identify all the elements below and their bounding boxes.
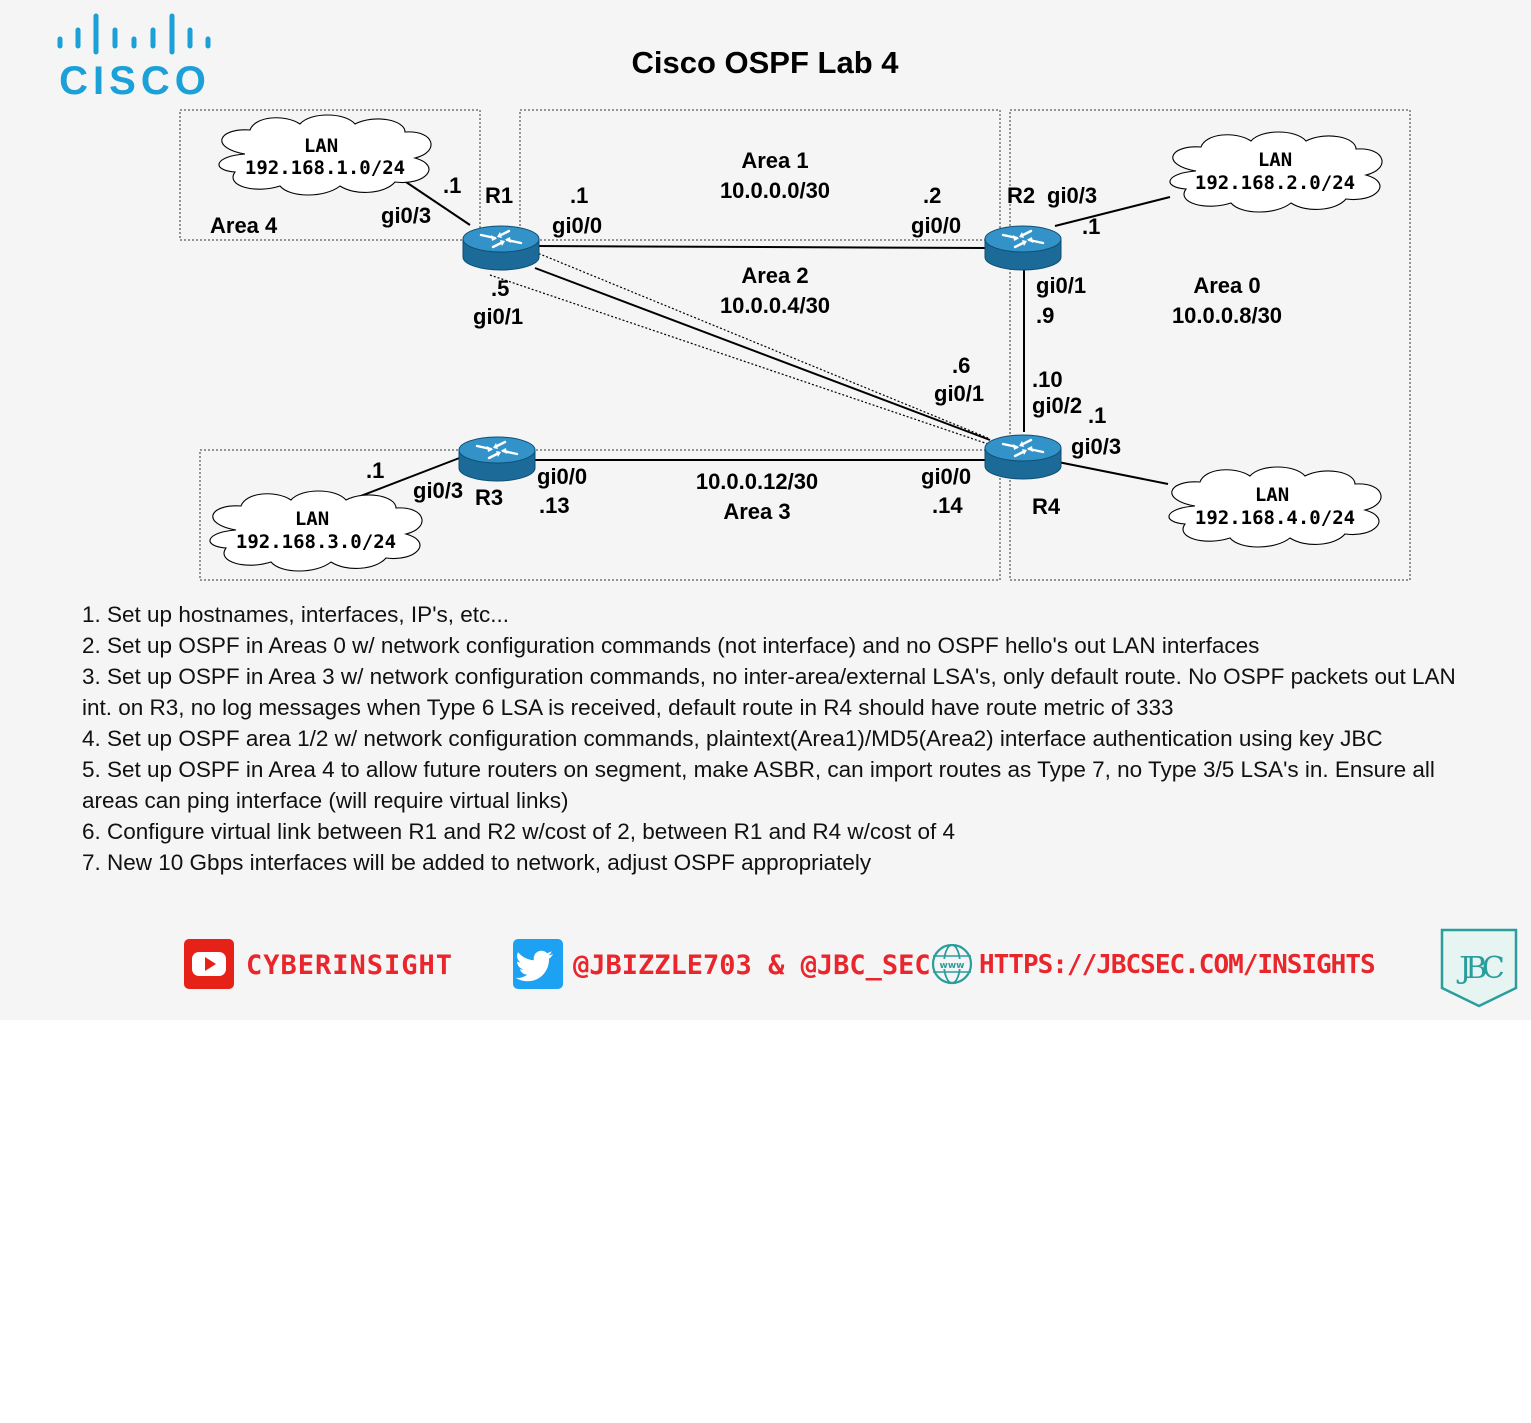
network-diagram: LAN 192.168.1.0/24 LAN 192.168.2.0/24 LA…: [57, 13, 1411, 581]
youtube-channel[interactable]: CYBERINSIGHT: [246, 950, 454, 981]
jbc-brand-text: JBC: [1456, 951, 1504, 986]
lan-3-label: LAN: [295, 508, 329, 530]
area4-label: Area 4: [210, 213, 278, 238]
r4-lan-if: gi0/3: [1071, 434, 1121, 459]
lan-1-subnet: 192.168.1.0/24: [245, 157, 405, 179]
r1-a1-ip: .1: [570, 183, 588, 208]
link-r1-r4: [534, 267, 991, 441]
link-r2-lan2: [1054, 196, 1171, 227]
r1-lan-if: gi0/3: [381, 203, 431, 228]
r3-a3-ip: .13: [539, 493, 570, 518]
r2-a1-ip: .2: [923, 183, 941, 208]
r1-a1-if: gi0/0: [552, 213, 602, 238]
area2-subnet: 10.0.0.4/30: [720, 293, 830, 318]
r3-lan-ip: .1: [366, 458, 384, 483]
www-label: www: [940, 961, 965, 971]
cisco-wordmark: CISCO: [59, 59, 211, 103]
router-r3-icon[interactable]: [457, 435, 537, 483]
r4-a3-if: gi0/0: [921, 464, 971, 489]
lan-3-subnet: 192.168.3.0/24: [236, 531, 396, 553]
lan-4-subnet: 192.168.4.0/24: [1195, 507, 1355, 529]
youtube-icon[interactable]: [183, 938, 235, 990]
lan-cloud-4: LAN 192.168.4.0/24: [1168, 466, 1382, 548]
footer: CYBERINSIGHT @JBIZZLE703 & @JBC_SEC www …: [0, 928, 1531, 1010]
area0-subnet: 10.0.0.8/30: [1172, 303, 1282, 328]
lan-cloud-1: LAN 192.168.1.0/24: [218, 114, 432, 196]
r1-lan-ip: .1: [443, 173, 461, 198]
router-r1-icon[interactable]: [461, 224, 541, 272]
r2-a1-if: gi0/0: [911, 213, 961, 238]
lan-2-label: LAN: [1258, 149, 1292, 171]
r2-a0-ip: .9: [1036, 303, 1054, 328]
r4-a0-ip: .10: [1032, 367, 1063, 392]
instruction-item: 2. Set up OSPF in Areas 0 w/ network con…: [82, 633, 1260, 658]
instructions-list: 1. Set up hostnames, interfaces, IP's, e…: [82, 599, 1462, 878]
lan-cloud-2: LAN 192.168.2.0/24: [1169, 131, 1383, 213]
r4-a2-ip: .6: [952, 353, 970, 378]
area3-label: Area 3: [723, 499, 790, 524]
r2-a0-if: gi0/1: [1036, 273, 1086, 298]
r4-lan-ip: .1: [1088, 403, 1106, 428]
area3-subnet: 10.0.0.12/30: [696, 469, 818, 494]
area0-label: Area 0: [1193, 273, 1260, 298]
instruction-item: 1. Set up hostnames, interfaces, IP's, e…: [82, 602, 510, 627]
area0-box: [1009, 109, 1411, 581]
instruction-item: 7. New 10 Gbps interfaces will be added …: [82, 850, 872, 875]
r1-a2-if: gi0/1: [473, 304, 523, 329]
router-r4-icon[interactable]: [983, 433, 1063, 481]
twitter-icon[interactable]: [512, 938, 564, 990]
page-title: Cisco OSPF Lab 4: [631, 45, 899, 80]
instruction-item: 3. Set up OSPF in Area 3 w/ network conf…: [82, 664, 1456, 720]
r4-a3-ip: .14: [932, 493, 963, 518]
instruction-item: 4. Set up OSPF area 1/2 w/ network confi…: [82, 726, 1383, 751]
area3-box: [199, 449, 1001, 581]
link-r1-r2: [534, 245, 989, 249]
lan-2-subnet: 192.168.2.0/24: [1195, 172, 1355, 194]
r2-lan-if: gi0/3: [1047, 183, 1097, 208]
lan-1-label: LAN: [304, 135, 338, 157]
link-r4-lan4: [1057, 461, 1169, 485]
lan-cloud-3: LAN 192.168.3.0/24: [209, 490, 423, 572]
link-r1-lan1: [402, 179, 471, 226]
area2-label: Area 2: [741, 263, 808, 288]
instruction-item: 5. Set up OSPF in Area 4 to allow future…: [82, 757, 1435, 813]
area1-box: [519, 109, 1001, 241]
r4-a0-if: gi0/2: [1032, 393, 1082, 418]
r3-label: R3: [475, 485, 503, 510]
router-r2-icon[interactable]: [983, 224, 1063, 272]
r4-a2-if: gi0/1: [934, 381, 984, 406]
jbc-brand-logo[interactable]: JBC: [1438, 926, 1520, 1010]
globe-www-icon[interactable]: www: [930, 942, 974, 986]
instruction-item: 6. Configure virtual link between R1 and…: [82, 819, 955, 844]
r1-label: R1: [485, 183, 513, 208]
area1-label: Area 1: [741, 148, 808, 173]
r3-a3-if: gi0/0: [537, 464, 587, 489]
r1-a2-ip: .5: [491, 276, 509, 301]
cisco-bars-icon: [57, 13, 211, 55]
virtual-link-r1-r2: [534, 251, 989, 439]
cisco-logo: CISCO: [57, 13, 211, 103]
lan-4-label: LAN: [1255, 484, 1289, 506]
area1-subnet: 10.0.0.0/30: [720, 178, 830, 203]
r2-label: R2: [1007, 183, 1035, 208]
twitter-handles[interactable]: @JBIZZLE703 & @JBC_SEC: [573, 950, 931, 981]
r2-lan-ip: .1: [1082, 214, 1100, 239]
area4-box: [179, 109, 481, 241]
website-url[interactable]: HTTPS://JBCSEC.COM/INSIGHTS: [979, 950, 1376, 980]
r3-lan-if: gi0/3: [413, 478, 463, 503]
r4-label: R4: [1032, 494, 1061, 519]
